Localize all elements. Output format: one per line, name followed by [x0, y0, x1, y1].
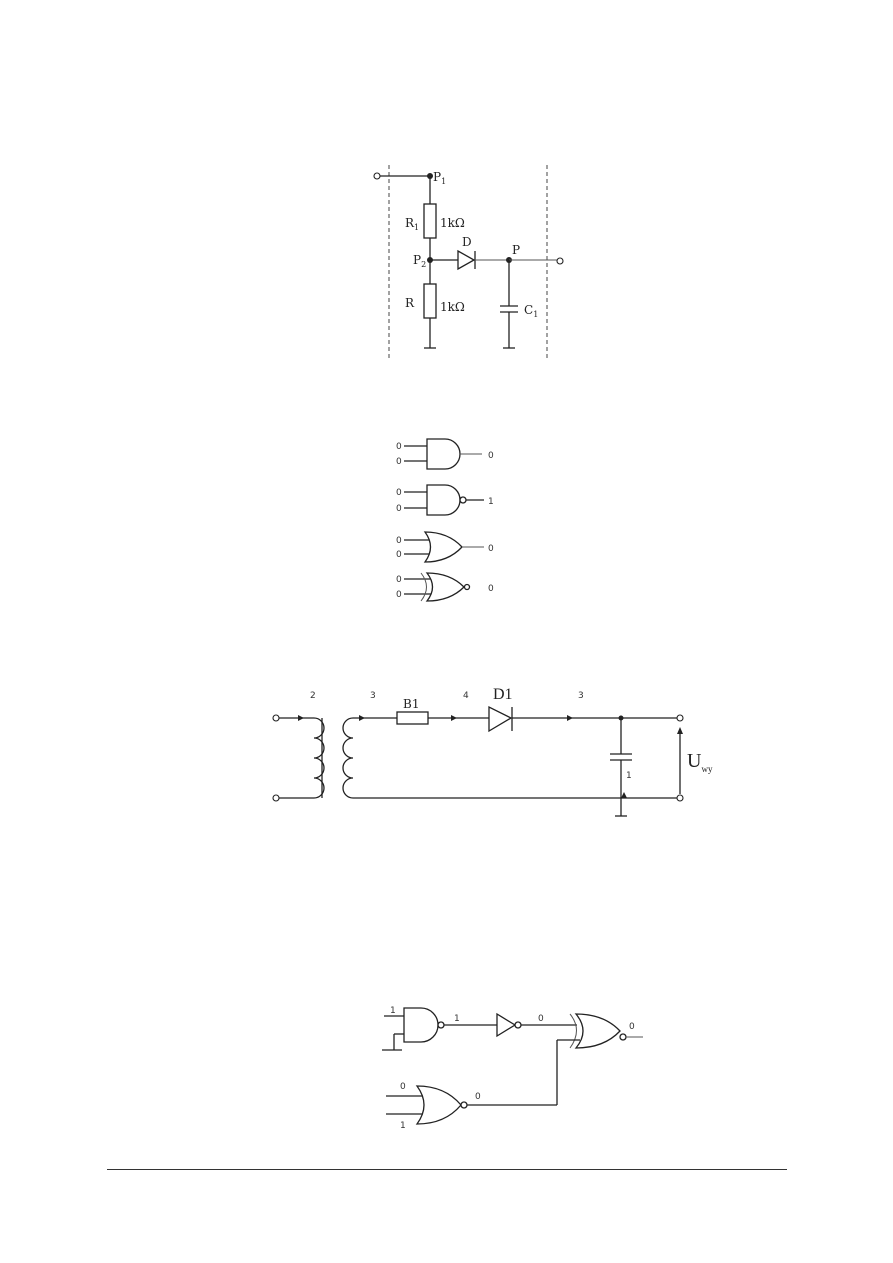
- svg-text:0: 0: [396, 536, 402, 546]
- label-nor-in-b: 1: [400, 1121, 406, 1131]
- label-r1: R1: [405, 216, 419, 232]
- figure-logic-gates: 0 0 0 0 0 1 0 0 0 0 0 0: [396, 438, 494, 602]
- label-b1: B1: [403, 697, 419, 711]
- resistor-r1: [423, 203, 437, 239]
- xnor-gate: [574, 1013, 621, 1049]
- primary-terminal-top: [272, 714, 280, 722]
- and-gate: 0 0 0: [396, 438, 494, 470]
- svg-text:0: 0: [396, 550, 402, 560]
- label-c1: C1: [524, 303, 538, 319]
- svg-text:1: 1: [488, 497, 494, 507]
- nand-gate: [403, 1007, 439, 1043]
- label-r: R: [405, 296, 415, 310]
- secondary-coil: [342, 717, 354, 799]
- nor-gate: [415, 1085, 462, 1125]
- footer-rule: [107, 1169, 787, 1170]
- svg-text:0: 0: [396, 457, 402, 467]
- svg-text:0: 0: [396, 442, 402, 452]
- svg-text:0: 0: [488, 451, 494, 461]
- not-gate: [496, 1012, 517, 1038]
- svg-text:0: 0: [396, 504, 402, 514]
- label-3a: 3: [370, 691, 376, 701]
- label-2: 2: [310, 691, 316, 701]
- label-p: P: [512, 243, 520, 257]
- label-p1: P1: [433, 170, 446, 186]
- label-3b: 3: [578, 691, 584, 701]
- figure-transformer-rectifier: 2 3 B1 4 D1 3 1 Uwy: [272, 686, 713, 817]
- svg-text:0: 0: [396, 590, 402, 600]
- xnor-gate: 0 0 0: [396, 572, 494, 602]
- label-uwy: Uwy: [687, 750, 713, 774]
- svg-text:0: 0: [488, 544, 494, 554]
- label-1: 1: [626, 771, 632, 781]
- primary-terminal-bottom: [272, 794, 280, 802]
- label-xnor-out: 0: [629, 1022, 635, 1032]
- label-d1: D1: [493, 686, 513, 703]
- label-nor-out: 0: [475, 1092, 481, 1102]
- label-nand-out: 1: [454, 1014, 460, 1024]
- label-r-value: 1kΩ: [440, 300, 465, 314]
- input-terminal: [373, 172, 381, 180]
- label-nor-in-a: 0: [400, 1082, 406, 1092]
- output-terminal-top: [676, 714, 684, 722]
- label-not-out: 0: [538, 1014, 544, 1024]
- fuse-b1: [396, 711, 429, 725]
- figure-combinational-logic: 1 1 0 0 0 1 0: [382, 1006, 643, 1131]
- output-terminal-bottom: [676, 794, 684, 802]
- diode-d1: [488, 705, 513, 733]
- svg-text:0: 0: [488, 584, 494, 594]
- label-p2: P2: [413, 253, 426, 269]
- label-4: 4: [463, 691, 469, 701]
- diode-d: [457, 249, 476, 271]
- nand-gate: 0 0 1: [396, 484, 494, 516]
- label-nand-in: 1: [390, 1006, 396, 1016]
- label-d: D: [462, 235, 472, 249]
- figure-divider-diode-circuit: P1 R1 1kΩ P2 D P R 1kΩ C1: [373, 165, 564, 358]
- resistor-r: [423, 283, 437, 319]
- svg-text:0: 0: [396, 575, 402, 585]
- svg-text:0: 0: [396, 488, 402, 498]
- label-r1-value: 1kΩ: [440, 216, 465, 230]
- or-gate: 0 0 0: [396, 531, 494, 563]
- output-terminal: [556, 257, 564, 265]
